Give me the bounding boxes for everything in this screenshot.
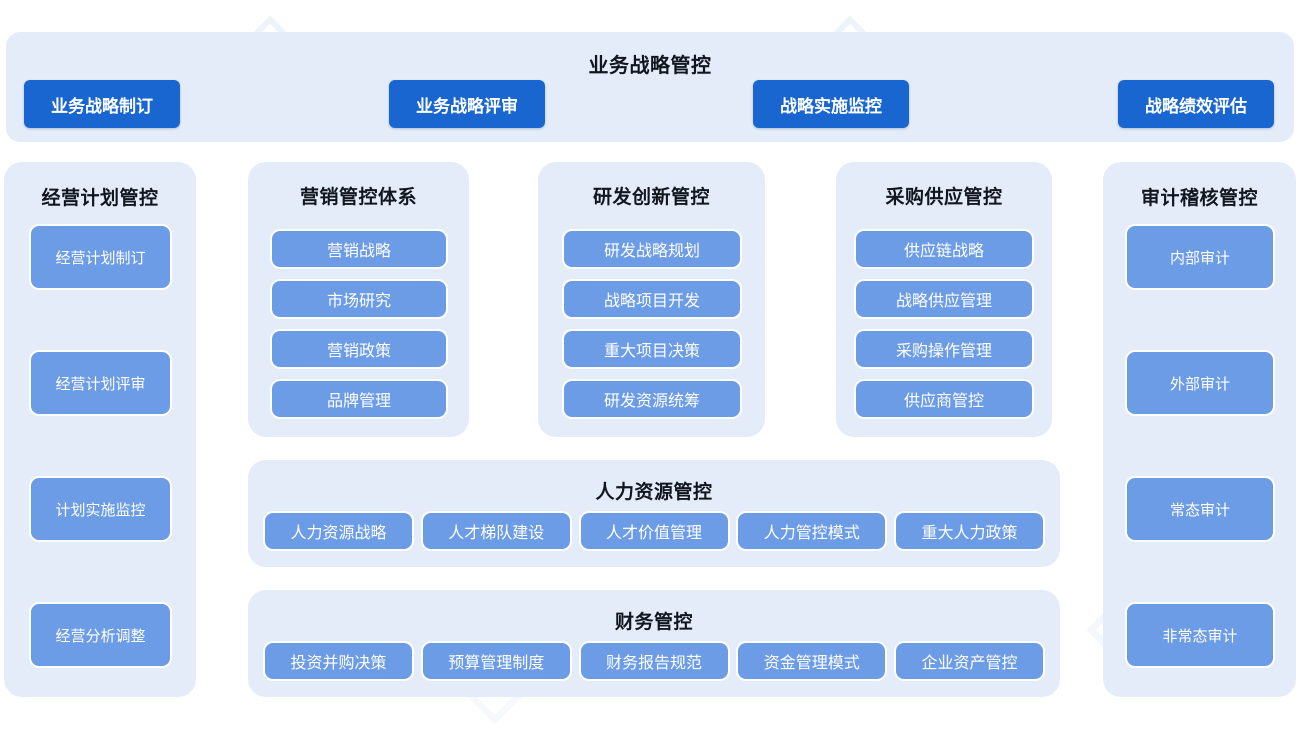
hr-item-4[interactable]: 重大人力政策 [896, 513, 1043, 549]
finance-item-2[interactable]: 财务报告规范 [580, 643, 728, 679]
finance-item-1[interactable]: 预算管理制度 [422, 643, 570, 679]
audit-item-0[interactable]: 内部审计 [1127, 226, 1273, 288]
business-plan-item-0[interactable]: 经营计划制订 [31, 226, 170, 288]
hr-item-0[interactable]: 人力资源战略 [265, 513, 412, 549]
finance-title: 财务管控 [614, 611, 693, 633]
strategy-button-3[interactable]: 战略绩效评估 [1118, 80, 1274, 128]
business-plan-item-3[interactable]: 经营分析调整 [31, 604, 170, 666]
marketing-item-2[interactable]: 营销政策 [272, 331, 446, 367]
hr-item-1[interactable]: 人才梯队建设 [422, 513, 570, 549]
strategy-button-0[interactable]: 业务战略制订 [24, 80, 180, 128]
rnd-panel: 研发创新管控 研发战略规划 战略项目开发 重大项目决策 研发资源统筹 [538, 162, 765, 437]
marketing-item-0[interactable]: 营销战略 [272, 231, 446, 267]
audit-panel: 审计稽核管控 内部审计 外部审计 常态审计 非常态审计 [1103, 162, 1296, 697]
purchase-supply-item-3[interactable]: 供应商管控 [856, 381, 1032, 417]
purchase-supply-item-2[interactable]: 采购操作管理 [856, 331, 1032, 367]
audit-item-1[interactable]: 外部审计 [1127, 352, 1273, 414]
rnd-item-2[interactable]: 重大项目决策 [564, 331, 740, 367]
audit-item-2[interactable]: 常态审计 [1127, 478, 1273, 540]
hr-item-row: 人力资源战略 人才梯队建设 人才价值管理 人力管控模式 重大人力政策 [265, 513, 1043, 549]
rnd-title: 研发创新管控 [592, 186, 710, 208]
audit-item-3[interactable]: 非常态审计 [1127, 604, 1273, 666]
purchase-supply-panel: 采购供应管控 供应链战略 战略供应管理 采购操作管理 供应商管控 [836, 162, 1052, 437]
finance-item-4[interactable]: 企业资产管控 [896, 643, 1043, 679]
purchase-supply-item-1[interactable]: 战略供应管理 [856, 281, 1032, 317]
finance-item-row: 投资并购决策 预算管理制度 财务报告规范 资金管理模式 企业资产管控 [265, 643, 1043, 679]
purchase-supply-title: 采购供应管控 [885, 186, 1003, 208]
hr-title: 人力资源管控 [595, 481, 713, 503]
top-strategy-panel: 业务战略管控 业务战略制订 业务战略评审 战略实施监控 战略绩效评估 [6, 32, 1294, 142]
business-plan-item-1[interactable]: 经营计划评审 [31, 352, 170, 414]
purchase-supply-item-0[interactable]: 供应链战略 [856, 231, 1032, 267]
rnd-item-1[interactable]: 战略项目开发 [564, 281, 740, 317]
finance-panel: 财务管控 投资并购决策 预算管理制度 财务报告规范 资金管理模式 企业资产管控 [248, 590, 1060, 697]
business-plan-item-2[interactable]: 计划实施监控 [31, 478, 170, 540]
hr-item-3[interactable]: 人力管控模式 [738, 513, 886, 549]
finance-item-0[interactable]: 投资并购决策 [265, 643, 412, 679]
hr-item-2[interactable]: 人才价值管理 [580, 513, 728, 549]
business-plan-title: 经营计划管控 [41, 187, 159, 209]
hr-panel: 人力资源管控 人力资源战略 人才梯队建设 人才价值管理 人力管控模式 重大人力政… [248, 460, 1060, 567]
marketing-panel: 营销管控体系 营销战略 市场研究 营销政策 品牌管理 [248, 162, 469, 437]
business-plan-panel: 经营计划管控 经营计划制订 经营计划评审 计划实施监控 经营分析调整 [4, 162, 196, 697]
rnd-item-0[interactable]: 研发战略规划 [564, 231, 740, 267]
strategy-button-2[interactable]: 战略实施监控 [753, 80, 909, 128]
rnd-item-3[interactable]: 研发资源统筹 [564, 381, 740, 417]
marketing-item-3[interactable]: 品牌管理 [272, 381, 446, 417]
finance-item-3[interactable]: 资金管理模式 [738, 643, 886, 679]
marketing-item-1[interactable]: 市场研究 [272, 281, 446, 317]
strategy-button-1[interactable]: 业务战略评审 [389, 80, 545, 128]
marketing-title: 营销管控体系 [299, 186, 417, 208]
audit-title: 审计稽核管控 [1140, 187, 1258, 209]
top-strategy-title: 业务战略管控 [588, 53, 712, 77]
